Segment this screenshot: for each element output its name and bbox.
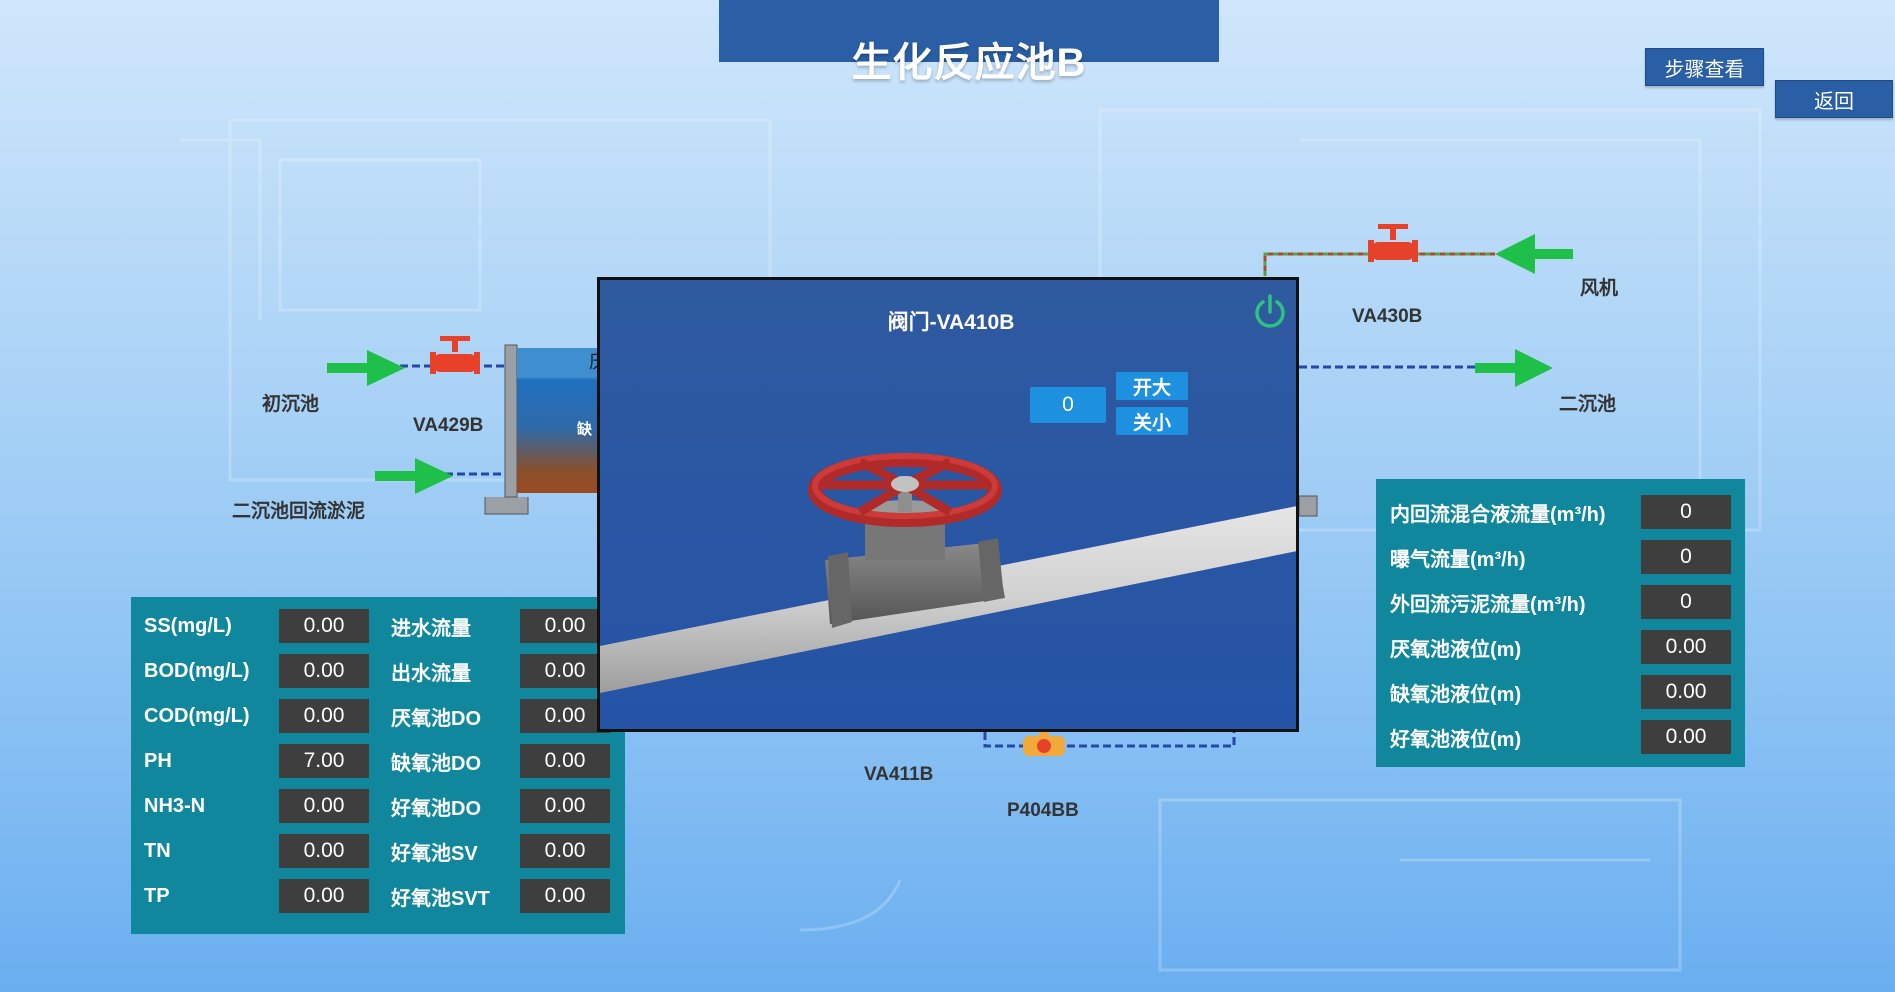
param-label: PH (144, 749, 172, 772)
param-label: SS(mg/L) (144, 614, 232, 637)
table-row: 内回流混合液流量(m³/h) (1390, 495, 1606, 529)
param-label: NH3-N (144, 794, 206, 817)
table-row: 进水流量 (391, 609, 471, 643)
table-row: 曝气流量(m³/h) (1390, 540, 1526, 574)
valve-control-dialog: 阀门-VA410B 开大 关小 (597, 277, 1299, 732)
table-row: 厌氧池DO (391, 699, 481, 733)
param-value: 0 (1641, 585, 1731, 619)
param-value: 0.00 (520, 834, 610, 868)
param-label: 出水流量 (391, 662, 471, 685)
title-bar (719, 0, 1219, 62)
reaction-tank-partial: 厌 缺 (517, 348, 607, 493)
param-value: 0.00 (279, 654, 369, 688)
param-value: 0.00 (520, 879, 610, 913)
label-valve-va429b: VA429B (413, 415, 484, 436)
label-secondary-tank: 二沉池 (1559, 394, 1617, 415)
param-value: 0.00 (520, 609, 610, 643)
table-row: 好氧池SV (391, 834, 478, 868)
param-label: 内回流混合液流量(m³/h) (1390, 503, 1606, 526)
param-label: BOD(mg/L) (144, 659, 250, 682)
param-label: 好氧池液位(m) (1390, 728, 1522, 751)
arrow-right-icon (375, 458, 453, 494)
param-label: 缺氧池DO (391, 752, 481, 775)
param-label: 进水流量 (391, 617, 471, 640)
table-row: TP (144, 879, 170, 913)
param-label: TP (144, 884, 170, 907)
table-row: 好氧池SVT (391, 879, 490, 913)
table-row: 厌氧池液位(m) (1390, 630, 1521, 664)
table-row: 缺氧池液位(m) (1390, 675, 1521, 709)
handwheel-valve-3d[interactable] (600, 280, 1299, 732)
param-value: 0.00 (279, 609, 369, 643)
table-row: 好氧池DO (391, 789, 481, 823)
label-blower: 风机 (1580, 278, 1619, 299)
param-value: 0.00 (279, 879, 369, 913)
arrow-left-icon (1495, 234, 1573, 274)
table-row: BOD(mg/L) (144, 654, 250, 688)
arrow-right-icon (327, 350, 405, 386)
param-value: 0.00 (279, 699, 369, 733)
valve-icon[interactable] (430, 334, 480, 380)
param-value: 0.00 (520, 699, 610, 733)
param-label: 好氧池SVT (391, 887, 490, 910)
param-value: 0.00 (1641, 720, 1731, 754)
table-row: PH (144, 744, 172, 778)
steps-button[interactable]: 步骤查看 (1645, 48, 1764, 86)
table-row: 出水流量 (391, 654, 471, 688)
param-value: 0 (1641, 540, 1731, 574)
param-value: 0.00 (1641, 630, 1731, 664)
dialog-title: 阀门-VA410B (887, 311, 1015, 334)
open-more-button[interactable]: 开大 (1116, 372, 1188, 400)
valve-opening-input[interactable] (1030, 387, 1106, 423)
label-valve-va411b: VA411B (864, 764, 934, 785)
pump-icon[interactable] (1021, 730, 1067, 762)
param-label: 缺氧池液位(m) (1390, 683, 1522, 706)
flow-level-panel: 内回流混合液流量(m³/h) 0 曝气流量(m³/h) 0 外回流污泥流量(m³… (1376, 479, 1745, 767)
page-title: 生化反应池B (851, 41, 1087, 85)
table-row: 外回流污泥流量(m³/h) (1390, 585, 1586, 619)
param-label: TN (144, 839, 171, 862)
tank-partial-label-mid: 缺 (577, 421, 593, 438)
power-icon[interactable] (1252, 292, 1288, 330)
table-row: NH3-N (144, 789, 205, 823)
label-pump-p404bb: P404BB (1007, 800, 1079, 821)
table-row: COD(mg/L) (144, 699, 250, 733)
param-label: 厌氧池DO (391, 707, 481, 730)
param-value: 0.00 (520, 789, 610, 823)
param-label: COD(mg/L) (144, 704, 250, 727)
table-row: TN (144, 834, 171, 868)
table-row: 缺氧池DO (391, 744, 481, 778)
param-value: 0.00 (520, 744, 610, 778)
label-valve-va430b: VA430B (1352, 306, 1423, 327)
param-label: 好氧池SV (391, 842, 478, 865)
valve-icon[interactable] (1368, 222, 1418, 268)
param-value: 0.00 (520, 654, 610, 688)
water-quality-panel: SS(mg/L) 0.00 进水流量 0.00 BOD(mg/L) 0.00 出… (131, 597, 625, 934)
table-row: SS(mg/L) (144, 609, 232, 643)
arrow-right-icon (1475, 349, 1553, 387)
param-label: 厌氧池液位(m) (1390, 638, 1522, 661)
param-value: 0.00 (279, 789, 369, 823)
label-primary-tank: 初沉池 (262, 394, 320, 415)
param-value: 7.00 (279, 744, 369, 778)
param-value: 0.00 (279, 834, 369, 868)
param-label: 曝气流量(m³/h) (1390, 548, 1526, 571)
param-label: 外回流污泥流量(m³/h) (1390, 593, 1586, 616)
table-row: 好氧池液位(m) (1390, 720, 1521, 754)
back-button[interactable]: 返回 (1775, 80, 1893, 118)
close-more-button[interactable]: 关小 (1116, 407, 1188, 435)
label-secondary-return-sludge: 二沉池回流淤泥 (232, 501, 366, 522)
param-value: 0 (1641, 495, 1731, 529)
param-label: 好氧池DO (391, 797, 481, 820)
param-value: 0.00 (1641, 675, 1731, 709)
